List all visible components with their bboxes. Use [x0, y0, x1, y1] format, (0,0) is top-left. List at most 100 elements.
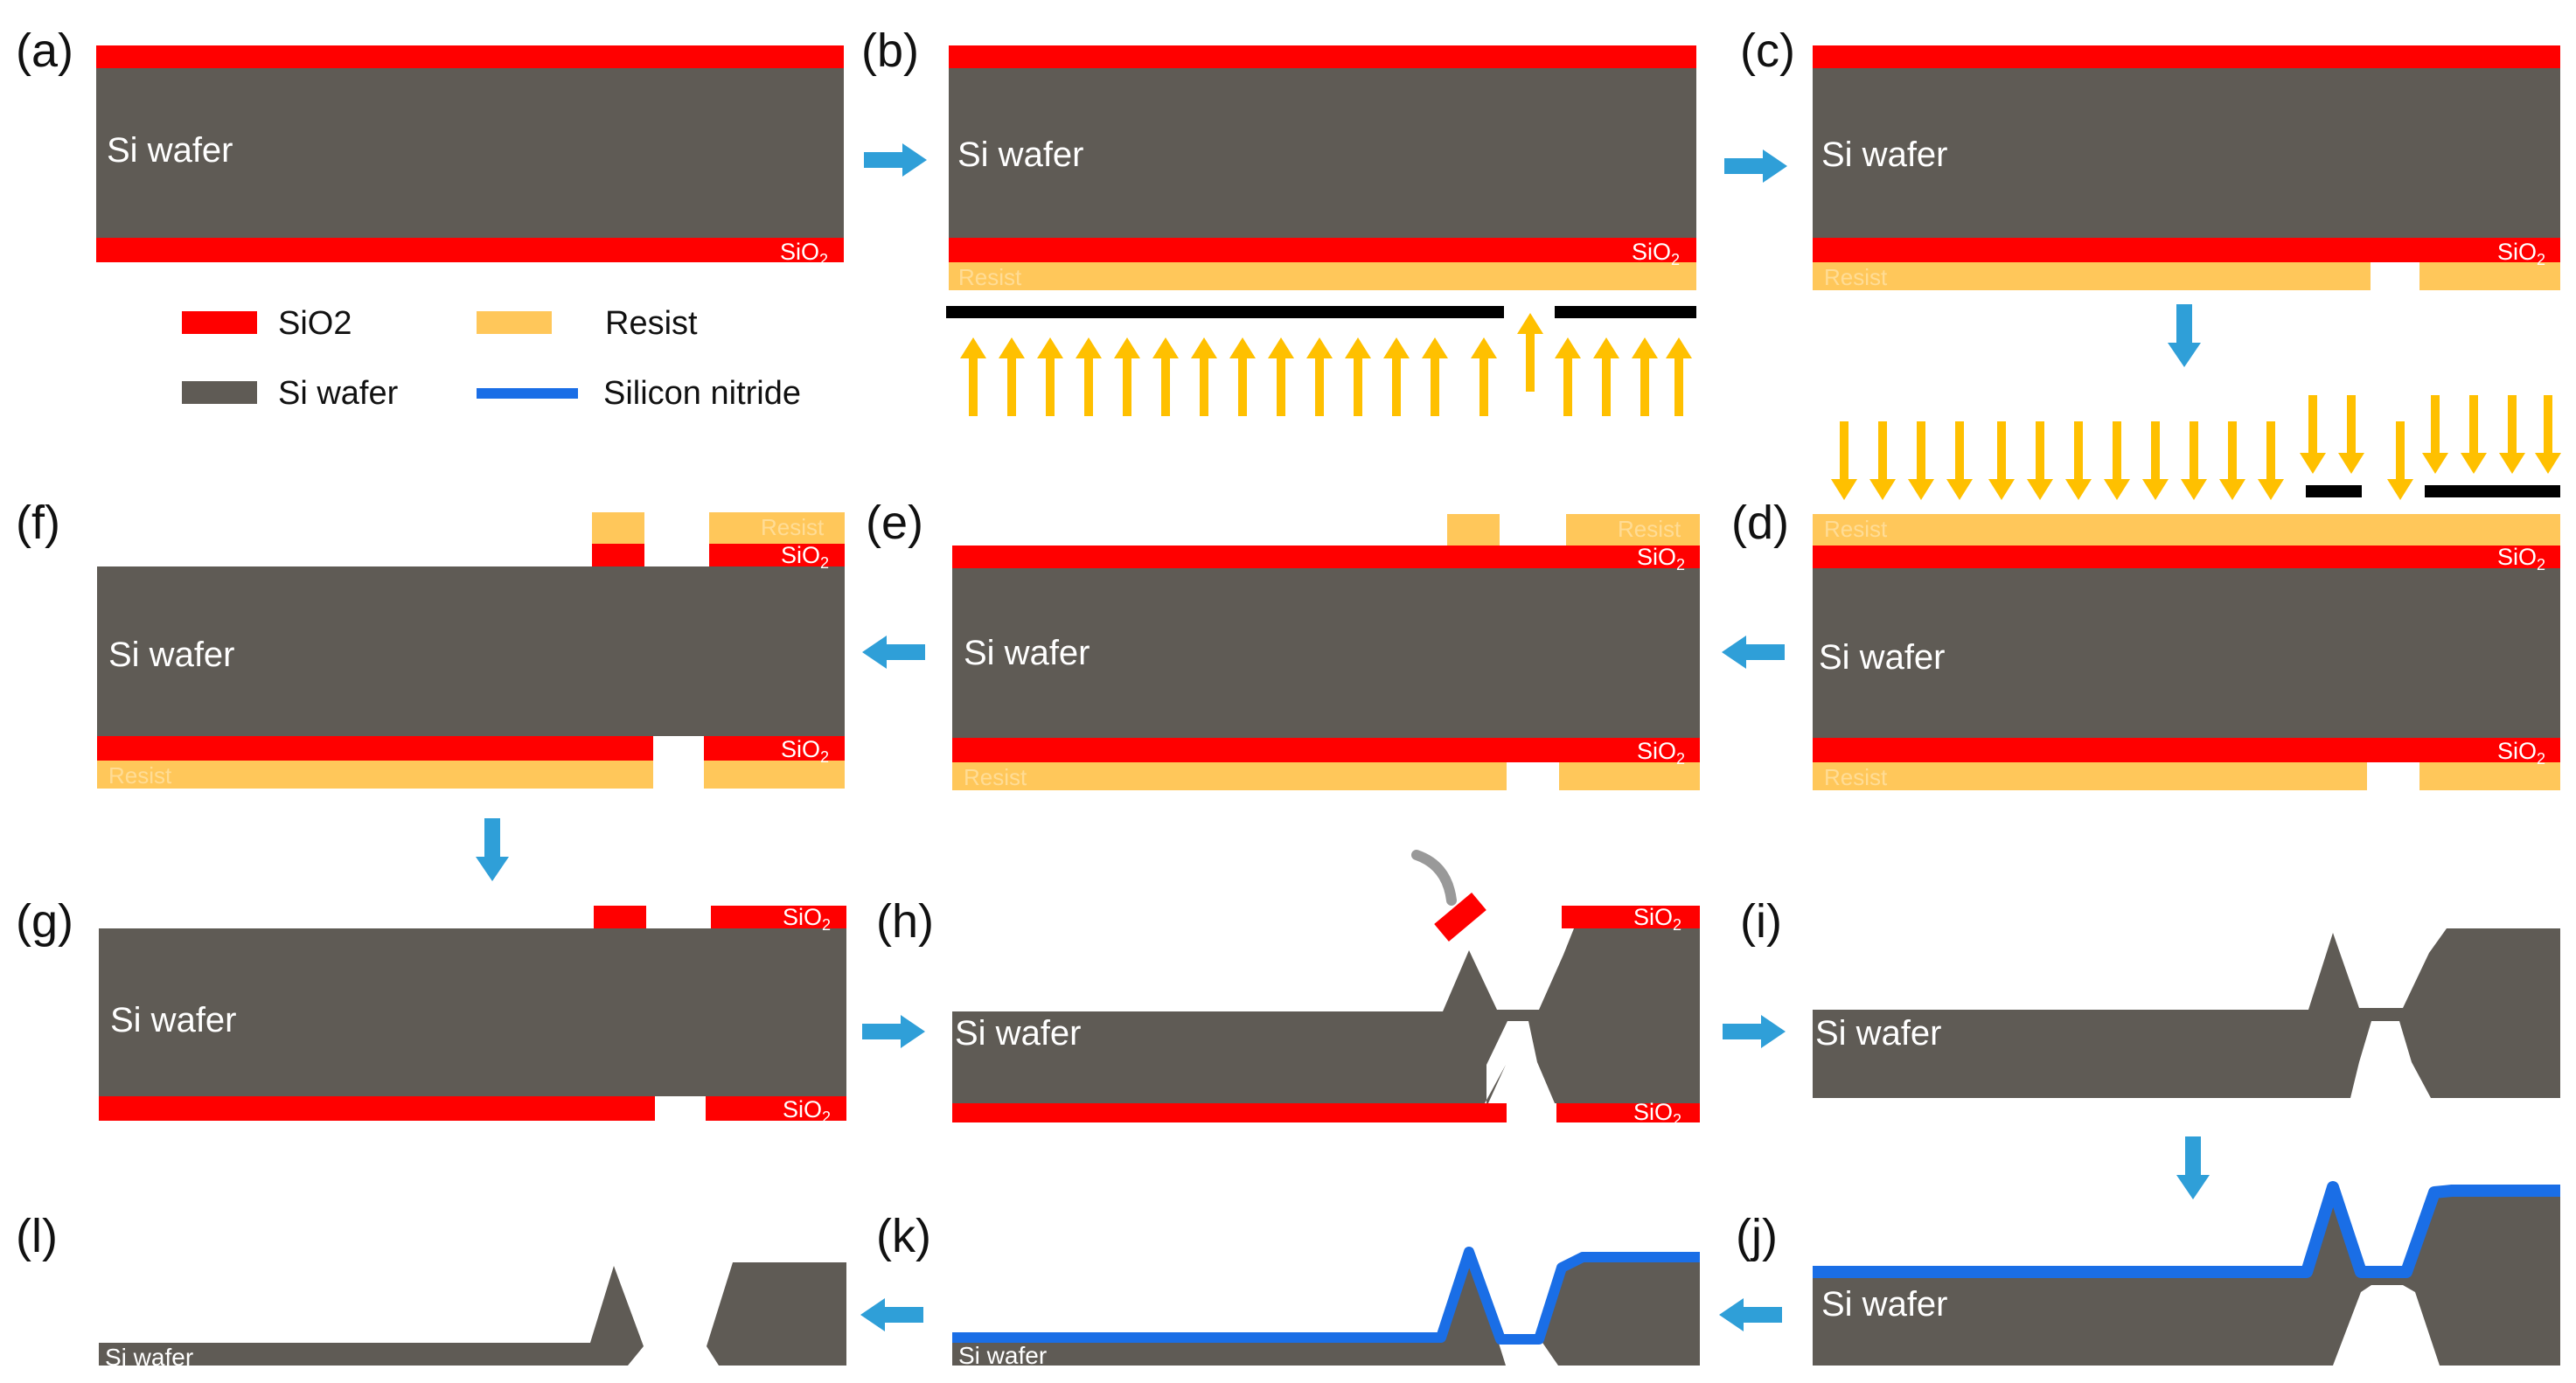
si-wafer-label: Si wafer — [964, 634, 1090, 672]
si-wafer-label: Si wafer — [958, 1342, 1047, 1369]
panel-label-d: (d) — [1731, 497, 1789, 549]
resist-left — [952, 762, 1507, 790]
si-wafer-body — [952, 568, 1700, 738]
silicon-nitride-film-left — [952, 1247, 1700, 1345]
resist-island — [592, 512, 644, 544]
photomask-right — [1555, 306, 1696, 318]
sio2-top-layer — [1813, 45, 2560, 68]
legend-nitride-swatch — [477, 388, 578, 399]
panel-label-h: (h) — [876, 895, 934, 948]
panel-label-g: (g) — [16, 895, 73, 948]
sio2-bottom-layer — [952, 738, 1700, 762]
sio2-bottom-right — [1556, 1103, 1700, 1122]
resist-left — [1813, 262, 2371, 290]
uv-light-arrows — [1831, 395, 2561, 500]
resist-tag: Resist — [958, 264, 1022, 290]
sio2-island — [592, 544, 644, 566]
sio2-right-top — [711, 906, 846, 928]
sio2-tag: SiO2 — [2497, 239, 2545, 268]
si-wafer-label: Si wafer — [105, 1344, 193, 1371]
sio2-tag-top: SiO2 — [783, 904, 831, 934]
sio2-bottom-left — [99, 1096, 655, 1121]
si-wafer-body — [1813, 568, 2560, 738]
sio2-top-layer — [96, 45, 844, 68]
sio2-tag-bottom: SiO2 — [1633, 1099, 1681, 1129]
flow-arrow-i-to-j — [2176, 1136, 2210, 1199]
sio2-tag-top: SiO2 — [2497, 544, 2545, 573]
legend-si-label: Si wafer — [278, 375, 399, 412]
sio2-island — [594, 906, 646, 928]
sio2-bottom-left — [97, 736, 653, 761]
panel-d: Resist SiO2 Si wafer SiO2 Resist — [1813, 395, 2561, 790]
si-wafer-label: Si wafer — [1815, 1014, 1942, 1053]
resist-tag-top: Resist — [1618, 516, 1681, 542]
resist-right-top — [1566, 514, 1700, 546]
panel-label-j: (j) — [1736, 1210, 1778, 1262]
sio2-right-top — [709, 544, 845, 566]
sio2-right-top — [1562, 906, 1700, 928]
sio2-tag-top: SiO2 — [1637, 544, 1685, 573]
panel-j: Si wafer — [1813, 1181, 2560, 1366]
flow-arrow-e-to-f — [862, 636, 925, 669]
sio2-bottom-layer — [1813, 238, 2560, 262]
panel-k: Si wafer — [952, 1247, 1700, 1369]
si-wafer-body — [97, 566, 845, 736]
si-body-right — [707, 1262, 846, 1366]
resist-tag-top: Resist — [1824, 516, 1888, 542]
sio2-tag-top: SiO2 — [1633, 904, 1681, 934]
curved-arrow — [1411, 850, 1457, 906]
si-wafer-label: Si wafer — [957, 136, 1084, 174]
resist-right — [2419, 762, 2560, 790]
resist-layer — [1813, 514, 2560, 546]
panel-l: Si wafer — [99, 1262, 846, 1371]
lifted-sio2-island — [1434, 893, 1486, 942]
sio2-tag-bottom: SiO2 — [781, 736, 829, 766]
etched-si-body — [1813, 928, 2560, 1098]
resist-tag-top: Resist — [761, 514, 825, 540]
flow-arrow-j-to-k — [1719, 1298, 1782, 1331]
sio2-bottom-right — [706, 1096, 846, 1121]
resist-right — [704, 761, 845, 789]
resist-right-top — [709, 512, 845, 544]
sio2-bottom-right — [704, 736, 845, 761]
si-wafer-label: Si wafer — [1819, 638, 1946, 677]
legend: SiO2 Resist Si wafer Silicon nitride — [182, 305, 801, 412]
sio2-top-layer — [1813, 546, 2560, 568]
flow-arrow-k-to-l — [860, 1298, 923, 1331]
panel-label-l: (l) — [16, 1210, 58, 1262]
si-wafer-body — [949, 68, 1696, 238]
flow-arrow-a-to-b — [864, 143, 927, 177]
panel-c: Si wafer SiO2 Resist — [1813, 45, 2560, 290]
sio2-top-layer — [952, 546, 1700, 568]
resist-tag-bottom: Resist — [108, 762, 172, 789]
si-wafer-body — [1813, 68, 2560, 238]
si-wafer-label: Si wafer — [107, 131, 233, 170]
sio2-tag-bottom: SiO2 — [783, 1096, 831, 1126]
etched-si-body — [952, 928, 1700, 1103]
resist-tag-bottom: Resist — [1824, 764, 1888, 790]
resist-tag: Resist — [1824, 264, 1888, 290]
photomask-left — [2306, 485, 2362, 497]
sio2-tag: SiO2 — [780, 239, 828, 268]
sio2-tag-bottom: SiO2 — [1637, 738, 1685, 768]
si-wafer-body — [99, 928, 846, 1096]
legend-nitride-label: Silicon nitride — [603, 375, 801, 412]
panel-h: SiO2 Si wafer SiO2 — [952, 850, 1700, 1129]
flow-arrow-h-to-i — [1723, 1015, 1786, 1048]
flow-arrow-b-to-c — [1724, 149, 1787, 183]
resist-tag-bottom: Resist — [964, 764, 1027, 790]
panel-e: Resist SiO2 Si wafer SiO2 Resist — [952, 514, 1700, 790]
resist-left — [1813, 762, 2367, 790]
legend-sio2-label: SiO2 — [278, 305, 352, 342]
si-wafer-label: Si wafer — [110, 1001, 237, 1039]
silicon-nitride-film — [1813, 1181, 2560, 1278]
panel-label-a: (a) — [16, 24, 73, 77]
panel-a: Si wafer SiO2 — [96, 45, 844, 268]
panel-label-e: (e) — [866, 497, 923, 549]
panel-label-c: (c) — [1740, 24, 1795, 77]
panel-label-b: (b) — [861, 24, 919, 77]
sio2-tag: SiO2 — [1632, 239, 1680, 268]
sio2-bottom-left — [952, 1103, 1507, 1122]
legend-resist-label: Resist — [605, 305, 698, 342]
panel-label-f: (f) — [16, 497, 60, 549]
